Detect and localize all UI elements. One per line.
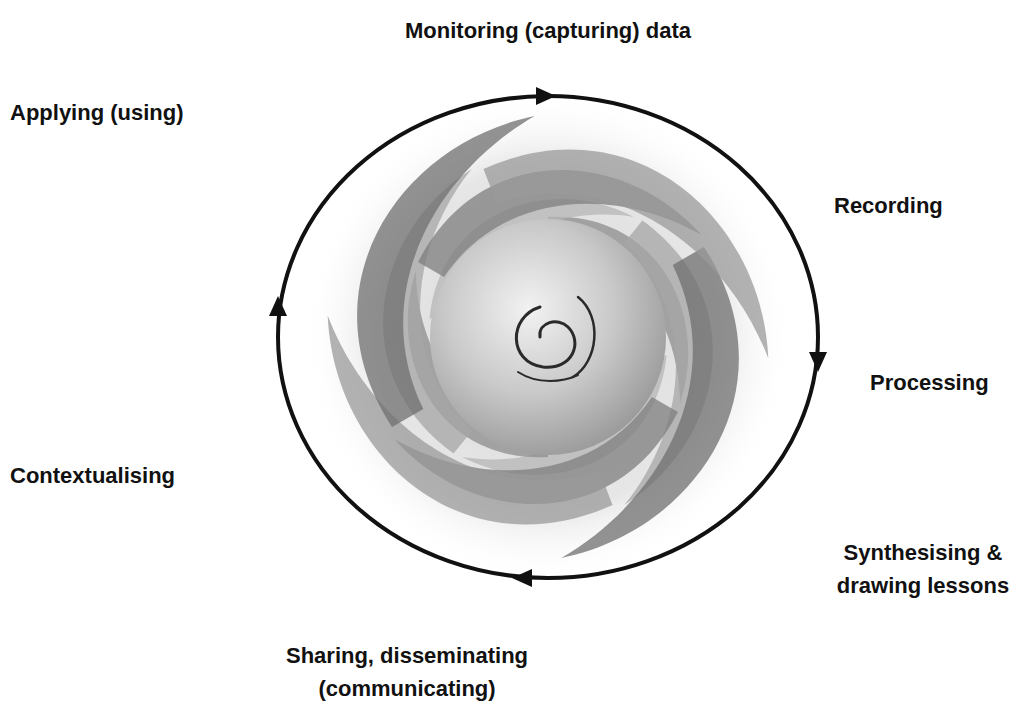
stage-label: Sharing, disseminating (communicating) [262,639,552,705]
cycle-ring [278,96,818,578]
stage-label: Processing [870,366,1030,399]
sphere [430,219,666,455]
cycle-arrowheads [269,87,827,587]
stage-label: Applying (using) [10,96,250,129]
stage-label: Monitoring (capturing) data [388,14,708,47]
stage-label: Recording [834,189,1004,222]
stage-label: Contextualising [10,459,210,492]
swirl [287,93,810,581]
stage-label: Synthesising & drawing lessons [828,536,1018,602]
spiral-center [516,297,594,381]
